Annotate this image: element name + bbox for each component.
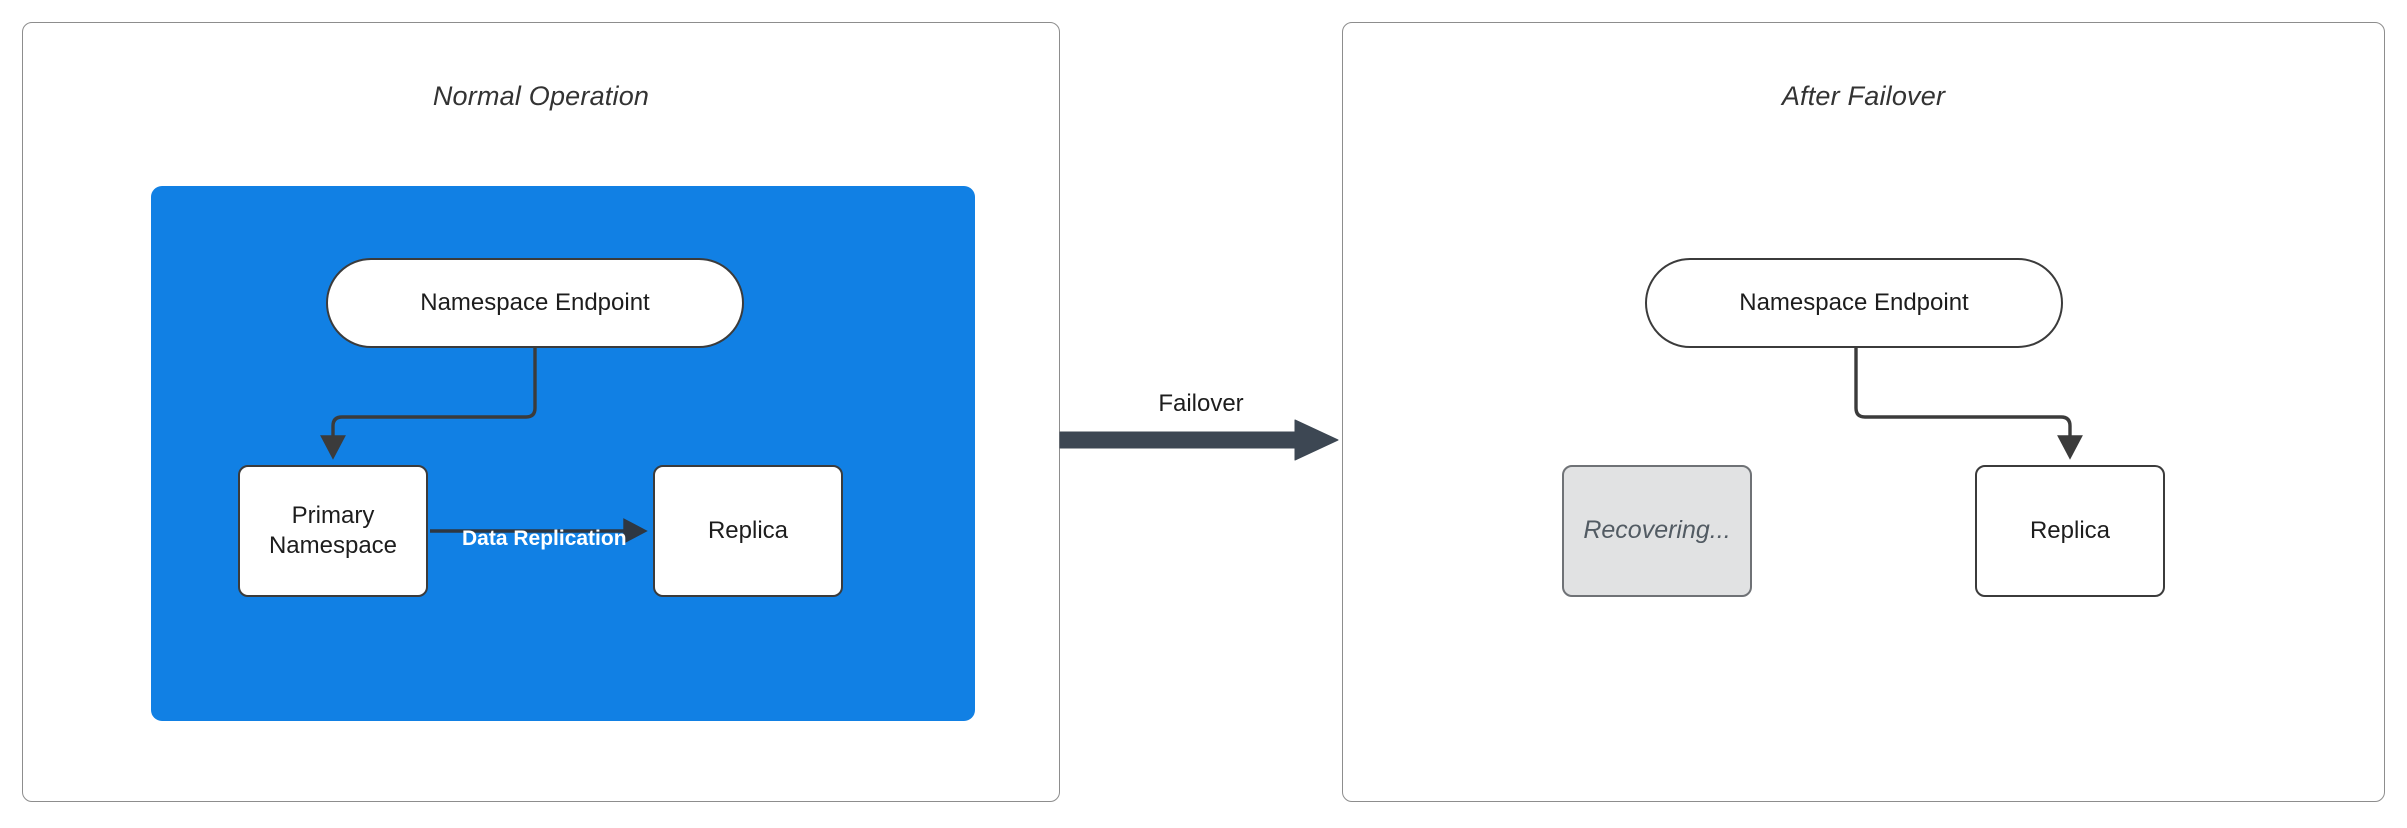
panel-after-failover: After Failover <box>1342 22 2385 802</box>
edge-label-data-replication: Data Replication <box>462 527 627 550</box>
node-primary-namespace-line2: Namespace <box>268 532 398 559</box>
panel-title-normal-operation: Normal Operation <box>432 81 650 111</box>
panel-normal-operation: Normal Operation <box>22 22 1060 802</box>
node-replica-failover[interactable]: Replica <box>1975 465 2165 597</box>
node-namespace-endpoint-failover[interactable]: Namespace Endpoint <box>1645 258 2063 348</box>
failover-arrow-icon <box>1059 419 1339 461</box>
node-primary-namespace[interactable]: Primary Namespace <box>238 465 428 597</box>
node-recovering[interactable]: Recovering... <box>1562 465 1752 597</box>
node-primary-namespace-line1: Primary <box>291 502 375 529</box>
transition-label-failover: Failover <box>1158 390 1244 417</box>
node-namespace-endpoint-normal[interactable]: Namespace Endpoint <box>326 258 744 348</box>
panel-title-after-failover: After Failover <box>1781 81 1946 111</box>
node-replica-normal[interactable]: Replica <box>653 465 843 597</box>
